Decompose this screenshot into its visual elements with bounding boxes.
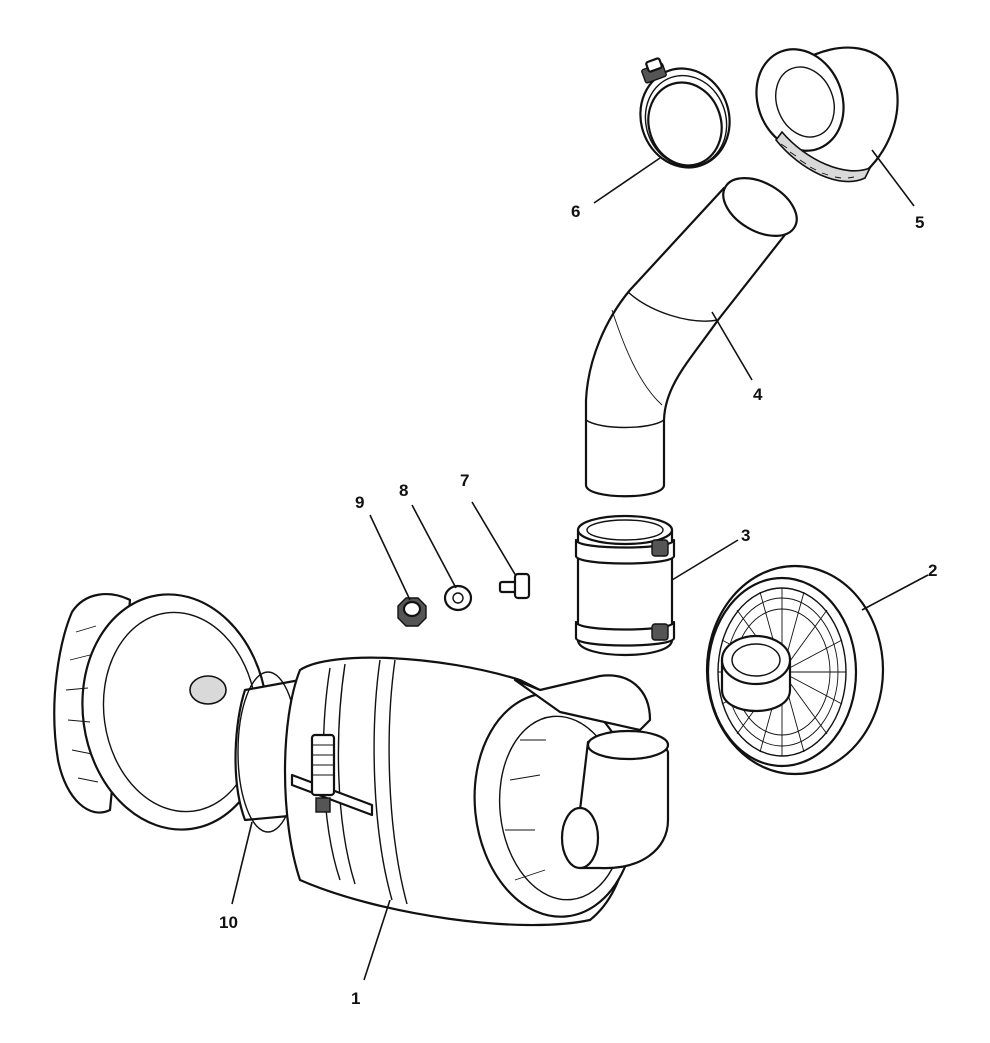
leader-2 [861,574,929,611]
callout-1: 1 [351,989,360,1008]
callout-2: 2 [928,561,937,580]
callout-9: 9 [355,493,364,512]
callout-7: 7 [460,471,469,490]
part-2-precleaner-cap[interactable] [705,564,885,776]
part-8-washer[interactable] [443,584,473,612]
callout-8: 8 [399,481,408,500]
callout-4: 4 [753,385,763,404]
leader-8 [411,504,457,589]
callout-labels: 6 5 4 3 2 7 8 9 10 1 [219,202,937,1008]
part-10-dust-cup[interactable] [53,582,282,841]
leader-7 [471,501,517,577]
leader-3 [671,539,739,581]
part-7-bolt[interactable] [498,572,531,600]
callout-10: 10 [219,913,238,932]
part-6-hose-clamp[interactable] [628,57,743,179]
part-5-rubber-elbow[interactable] [742,36,899,183]
leader-9 [369,514,411,601]
leader-10 [231,821,253,905]
leader-5 [871,149,915,207]
leader-6 [593,157,661,204]
part-1-air-cleaner-body[interactable] [234,656,670,927]
callout-3: 3 [741,526,750,545]
callout-5: 5 [915,213,924,232]
part-9-nut[interactable] [397,597,427,627]
leader-4 [711,311,753,381]
leader-lines [231,149,929,981]
part-3-coupling-sleeve[interactable] [574,514,676,657]
leader-1 [363,899,391,981]
part-4-intake-pipe[interactable] [584,166,807,498]
callout-6: 6 [571,202,580,221]
